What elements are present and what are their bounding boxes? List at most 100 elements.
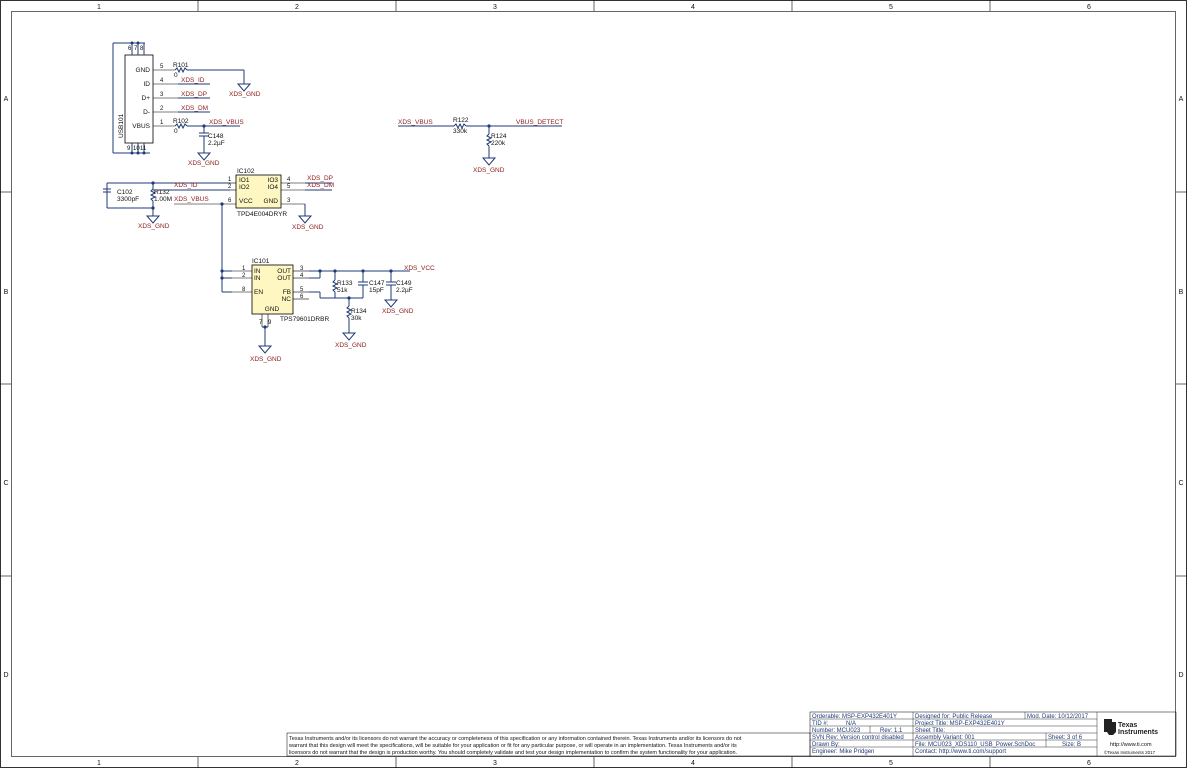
row-label-right: C	[1178, 480, 1183, 487]
tb-sheet-title: Sheet Title:	[915, 728, 945, 734]
disclaimer-line: licensors do not warrant that the design…	[289, 750, 738, 756]
c102-value: 3300pF	[117, 196, 139, 203]
tb-url[interactable]: http://www.ti.com	[1110, 742, 1152, 748]
usb-pin-num: 3	[160, 92, 164, 98]
r133-value: 51k	[337, 287, 348, 294]
net-label: VBUS_DETECT	[516, 119, 563, 126]
tb-number: Number: MCU023	[812, 728, 861, 734]
usb-wires	[153, 66, 245, 153]
row-label-right: B	[1179, 289, 1184, 296]
col-label-top: 4	[691, 4, 695, 11]
tb-assembly: Assembly Variant: 001	[915, 735, 975, 741]
usb-pin-name: GND	[136, 67, 151, 74]
ti-brand-line2: Instruments	[1118, 729, 1158, 736]
ic101-pin-num: 9	[268, 320, 272, 326]
ic102-pin-name: IO1	[239, 177, 250, 184]
ic101-pin-num: 6	[300, 294, 304, 300]
title-block: Texas Instruments and/or its licensors d…	[286, 711, 1177, 757]
disclaimer-line: warrant that this design will meet the s…	[288, 743, 737, 749]
r101-ref: R101	[173, 62, 189, 69]
ic102-pin-num: 2	[228, 184, 232, 190]
ic102-part: TPD4E004DRYR	[237, 211, 287, 218]
tb-tid: TID #:	[812, 721, 829, 727]
net-label: XDS_ID	[181, 77, 205, 84]
r134-ref: R134	[351, 308, 367, 315]
ic101-pin-name: EN	[254, 289, 263, 296]
ic102-pin-name: IO3	[268, 177, 279, 184]
usb-pin-num: 5	[160, 64, 164, 70]
col-label-top: 3	[493, 4, 497, 11]
tb-project: Project Title: MSP-EXP432E401Y	[915, 721, 1005, 727]
ic101-part: TPS79601DRBR	[280, 316, 329, 323]
ti-logo: Texas Instruments	[1104, 719, 1158, 736]
col-label-bottom: 1	[97, 760, 101, 767]
tb-size: Size: B	[1062, 742, 1081, 748]
row-label-right: D	[1178, 672, 1183, 679]
usb-shield-pin: 7	[134, 46, 138, 52]
col-label-top: 1	[97, 4, 101, 11]
ground-label: XDS_GND	[250, 356, 282, 363]
tb-file: File: MCU023_XDS110_USB_Power.SchDoc	[915, 742, 1035, 748]
ic102-pin-num: 4	[287, 177, 291, 183]
c102-r132-network: C102 3300pF R132 1.00M XDS_GND XDS_ID XD…	[103, 181, 230, 230]
r124-ref: R124	[491, 133, 507, 140]
r132-ref: R132	[154, 189, 170, 196]
ic101-pin-num: 8	[242, 287, 246, 293]
ic101-tps79601[interactable]: IC101 TPS79601DRBR IN IN EN OUT OUT FB N…	[242, 258, 329, 326]
ic101-pin-num: 5	[300, 287, 304, 293]
ground-label: XDS_GND	[188, 160, 220, 167]
tb-copyright: ©Texas Instruments 2017	[1104, 749, 1156, 755]
r132-value: 1.00M	[154, 196, 172, 203]
ic102-pin-num: 6	[228, 198, 232, 204]
col-label-bottom: 2	[295, 760, 299, 767]
col-label-top: 5	[889, 4, 893, 11]
ground-label: XDS_GND	[382, 308, 414, 315]
ic102-pin-name: VCC	[239, 198, 253, 205]
usb-pin-num: 2	[160, 106, 164, 112]
net-label: XDS_DP	[307, 175, 333, 182]
ti-brand-line1: Texas	[1118, 722, 1137, 729]
ground-symbol: XDS_GND	[229, 83, 261, 98]
usb-shield-pin: 11	[140, 146, 147, 152]
usb-pin-name: D+	[142, 95, 151, 102]
col-label-top: 2	[295, 4, 299, 11]
net-label: XDS_VBUS	[398, 119, 433, 126]
tb-mod-date: Mod. Date: 10/12/2017	[1027, 714, 1089, 720]
ic102-pin-name: IO4	[268, 184, 279, 191]
tb-svn: SVN Rev: Version control disabled	[812, 735, 904, 741]
ic101-pin-num: 2	[242, 273, 246, 279]
usb-connector[interactable]: 6 7 8 9 10 11 USB101 GND ID D+ D- VBUS 5…	[112, 41, 164, 155]
net-label: XDS_DM	[181, 105, 208, 112]
usb-shield-pin: 10	[133, 146, 140, 152]
r133-ref: R133	[337, 280, 353, 287]
r124-value: 220k	[491, 140, 506, 147]
col-label-bottom: 6	[1087, 760, 1091, 767]
ic101-pin-name: IN	[254, 268, 261, 275]
c147-value: 15pF	[369, 287, 384, 294]
c149-value: 2.2µF	[396, 287, 413, 294]
row-label-left: A	[4, 96, 9, 103]
ic101-ref: IC101	[252, 258, 270, 265]
ic101-pin-name: FB	[283, 289, 291, 296]
tb-engineer: Engineer: Mike Pridgen	[812, 749, 874, 755]
r122-value: 330k	[453, 128, 468, 135]
ic101-pin-name: IN	[254, 275, 261, 282]
ic102-tpd4e004[interactable]: IC102 TPD4E004DRYR IO1 IO2 VCC IO3 IO4 G…	[174, 168, 334, 231]
row-label-left: C	[3, 480, 8, 487]
tb-contact: Contact: http://www.ti.com/support	[915, 749, 1006, 755]
usb-shield-pin: 6	[128, 46, 132, 52]
ic101-pin-num: 1	[242, 266, 246, 272]
usb-pin-num: 4	[160, 78, 164, 84]
c147-ref: C147	[369, 280, 385, 287]
tb-tid-value: N/A	[846, 721, 856, 727]
ic101-pin-name: OUT	[277, 268, 291, 275]
usb-ref: USB101	[118, 113, 125, 138]
r134-value: 30k	[351, 315, 362, 322]
row-label-left: B	[4, 289, 9, 296]
usb-shield-pin: 9	[127, 146, 131, 152]
ic102-ref: IC102	[237, 168, 255, 175]
tb-sheet: Sheet: 3 of 6	[1048, 735, 1083, 741]
ground-label: XDS_GND	[292, 224, 324, 231]
ic101-wiring	[220, 204, 410, 354]
